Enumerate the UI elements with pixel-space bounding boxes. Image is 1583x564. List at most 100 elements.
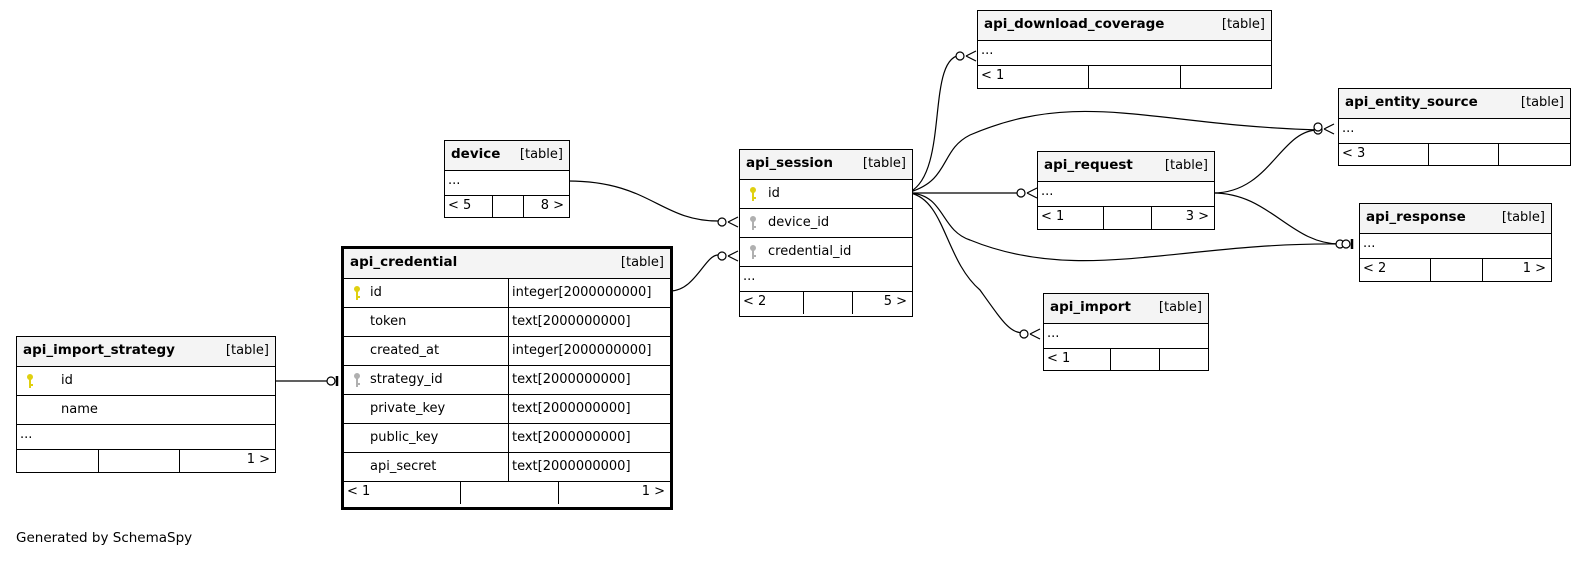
table-kind: [table] (1158, 300, 1202, 315)
column-name: name (61, 402, 98, 417)
column-name: device_id (768, 215, 830, 230)
table-name: device (451, 146, 501, 162)
footer-left: < 2 (743, 294, 767, 309)
column-name: credential_id (768, 244, 852, 259)
table-header: api_download_coverage [table] (978, 11, 1271, 41)
table-footer: 1 > (17, 450, 275, 472)
foreign-key-icon (354, 373, 360, 387)
column-name: id (370, 285, 382, 300)
table-header: device [table] (445, 141, 569, 171)
table-header: api_entity_source [table] (1339, 89, 1570, 119)
column-row[interactable]: api_secret text[2000000000] (344, 453, 670, 482)
edge-session-response (909, 192, 1341, 262)
table-name: api_credential (350, 254, 458, 270)
column-row[interactable]: public_key text[2000000000] (344, 424, 670, 453)
generator-credit: Generated by SchemaSpy (16, 530, 193, 546)
table-kind: [table] (519, 147, 563, 162)
more-columns: ... (17, 425, 275, 450)
column-row[interactable]: created_at integer[2000000000] (344, 337, 670, 366)
more-columns: ... (1038, 182, 1214, 207)
table-kind: [table] (620, 255, 664, 270)
footer-right: 1 > (641, 484, 665, 499)
foreign-key-icon (750, 245, 756, 259)
table-name: api_import (1050, 299, 1131, 315)
table-footer: < 2 1 > (1360, 259, 1551, 281)
column-row[interactable]: private_key text[2000000000] (344, 395, 670, 424)
table-kind: [table] (1520, 95, 1564, 110)
primary-key-icon (750, 187, 756, 201)
edge-session-download-coverage (909, 54, 963, 193)
table-name: api_session (746, 155, 833, 171)
table-name: api_entity_source (1345, 94, 1478, 110)
edge-request-response (1212, 192, 1341, 245)
table-footer: < 1 (1044, 349, 1208, 371)
edge-request-entity-source (1212, 129, 1319, 194)
column-name: private_key (370, 401, 446, 416)
table-footer: < 1 3 > (1038, 207, 1214, 229)
column-row[interactable]: strategy_id text[2000000000] (344, 366, 670, 395)
column-row[interactable]: id (740, 180, 912, 209)
table-api-credential[interactable]: api_credential [table] id integer[200000… (341, 246, 673, 510)
table-api-download-coverage[interactable]: api_download_coverage [table] ... < 1 (977, 10, 1272, 89)
table-header: api_session [table] (740, 150, 912, 180)
footer-left: < 1 (981, 68, 1005, 83)
footer-right: 3 > (1185, 209, 1209, 224)
more-columns: ... (1044, 324, 1208, 349)
table-api-import-strategy[interactable]: api_import_strategy [table] id name ... … (16, 336, 276, 473)
column-type: text[2000000000] (512, 314, 631, 329)
footer-left: < 1 (1041, 209, 1065, 224)
column-name: public_key (370, 430, 439, 445)
table-footer: < 1 1 > (344, 482, 670, 504)
table-header: api_request [table] (1038, 152, 1214, 182)
footer-left: < 3 (1342, 146, 1366, 161)
column-row[interactable]: device_id (740, 209, 912, 238)
more-columns: ... (1360, 234, 1551, 259)
table-footer: < 2 5 > (740, 292, 912, 314)
footer-left: < 1 (347, 484, 371, 499)
more-columns: ... (1339, 119, 1570, 144)
column-type: integer[2000000000] (512, 285, 652, 300)
column-row[interactable]: credential_id (740, 238, 912, 267)
column-row[interactable]: id (17, 367, 275, 396)
footer-right: 1 > (1522, 261, 1546, 276)
footer-left: < 5 (448, 198, 472, 213)
edge-session-entity-source (909, 110, 1319, 193)
footer-right: 8 > (540, 198, 564, 213)
table-name: api_request (1044, 157, 1133, 173)
table-footer: < 1 (978, 66, 1271, 88)
footer-left: < 2 (1363, 261, 1387, 276)
table-api-entity-source[interactable]: api_entity_source [table] ... < 3 (1338, 88, 1571, 166)
table-kind: [table] (862, 156, 906, 171)
table-name: api_response (1366, 209, 1466, 225)
table-kind: [table] (1501, 210, 1545, 225)
table-kind: [table] (1164, 158, 1208, 173)
table-device[interactable]: device [table] ... < 5 8 > (444, 140, 570, 218)
table-api-session[interactable]: api_session [table] id device_id credent… (739, 149, 913, 317)
table-name: api_download_coverage (984, 16, 1165, 32)
table-name: api_import_strategy (23, 342, 175, 358)
table-api-import[interactable]: api_import [table] ... < 1 (1043, 293, 1209, 371)
footer-right: 1 > (246, 452, 270, 467)
primary-key-icon (27, 374, 33, 388)
column-type: text[2000000000] (512, 372, 631, 387)
column-name: created_at (370, 343, 440, 358)
column-type: text[2000000000] (512, 430, 631, 445)
foreign-key-icon (750, 216, 756, 230)
table-api-response[interactable]: api_response [table] ... < 2 1 > (1359, 203, 1552, 282)
column-name: token (370, 314, 407, 329)
primary-key-icon (354, 286, 360, 300)
column-row[interactable]: token text[2000000000] (344, 308, 670, 337)
table-header: api_response [table] (1360, 204, 1551, 234)
column-row[interactable]: id integer[2000000000] (344, 279, 670, 308)
edge-api-credential-api-session (669, 254, 719, 292)
table-kind: [table] (1221, 17, 1265, 32)
table-api-request[interactable]: api_request [table] ... < 1 3 > (1037, 151, 1215, 230)
table-kind: [table] (225, 343, 269, 358)
column-row[interactable]: name (17, 396, 275, 425)
column-name: strategy_id (370, 372, 443, 387)
more-columns: ... (978, 41, 1271, 66)
footer-right: 5 > (883, 294, 907, 309)
column-name: id (768, 186, 780, 201)
column-type: text[2000000000] (512, 459, 631, 474)
